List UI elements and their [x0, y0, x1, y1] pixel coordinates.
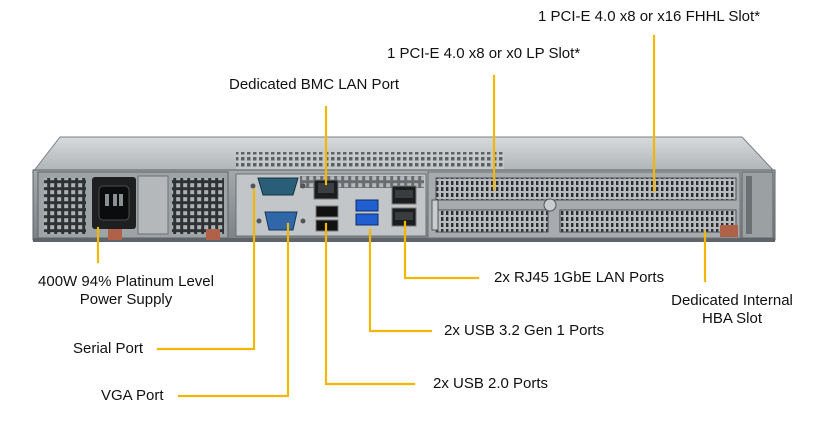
label-hba-line2: HBA Slot — [701, 310, 763, 327]
hba-slot-tab — [720, 225, 738, 237]
slot-thumbscrew — [543, 198, 557, 212]
psu-right-vent — [172, 178, 224, 234]
leader-rj45 — [403, 220, 480, 280]
psu-left-vent — [44, 178, 86, 234]
expansion-slots — [427, 171, 741, 239]
leader-usb32 — [368, 228, 433, 333]
io-shield — [235, 173, 427, 237]
label-fhhl-slot: 1 PCI-E 4.0 x8 or x16 FHHL Slot* — [538, 8, 761, 25]
label-rj45-ports: 2x RJ45 1GbE LAN Ports — [494, 269, 665, 286]
hba-slot-bracket — [559, 209, 737, 233]
psu-tab — [108, 229, 122, 240]
label-hba-slot: Dedicated Internal HBA Slot — [656, 292, 808, 328]
psu-handle — [137, 175, 169, 235]
callout-lines — [96, 34, 707, 398]
label-hba-line1: Dedicated Internal — [671, 292, 793, 309]
leader-vga — [177, 222, 290, 398]
label-lp-slot: 1 PCI-E 4.0 x8 or x0 LP Slot* — [387, 45, 581, 62]
usb32-port-bottom — [355, 213, 379, 226]
chassis-top-vent-strip — [236, 152, 504, 169]
power-supply-module — [37, 171, 229, 240]
lp-slot-bracket — [435, 209, 549, 233]
label-power-supply-line1: 400W 94% Platinum Level — [38, 273, 214, 290]
label-bmc-lan: Dedicated BMC LAN Port — [229, 76, 400, 93]
leader-serial — [156, 188, 256, 351]
serial-port — [250, 177, 306, 196]
label-vga-port: VGA Port — [101, 387, 164, 404]
label-power-supply-line2: Power Supply — [79, 291, 173, 308]
usb32-port-top — [355, 199, 379, 212]
psu-latch — [206, 229, 220, 240]
label-usb20-ports: 2x USB 2.0 Ports — [433, 375, 549, 392]
label-serial-port: Serial Port — [73, 340, 144, 357]
label-power-supply: 400W 94% Platinum Level Power Supply — [26, 273, 226, 309]
label-usb32-ports: 2x USB 3.2 Gen 1 Ports — [444, 322, 605, 339]
fhhl-slot-bracket — [435, 177, 737, 201]
usb20-port-top — [315, 205, 339, 218]
leader-usb20 — [324, 222, 416, 386]
